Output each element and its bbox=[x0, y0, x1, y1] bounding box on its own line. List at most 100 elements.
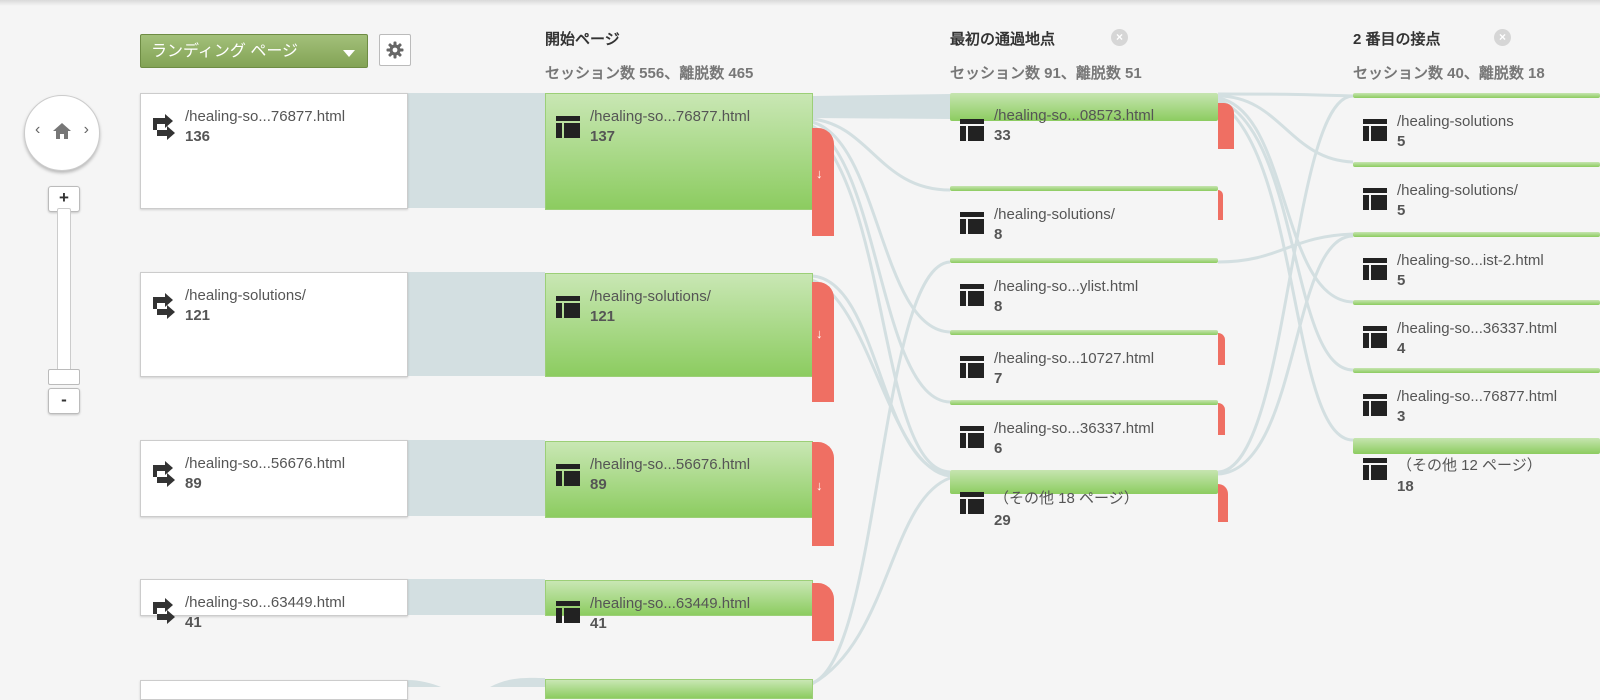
exit-drop-bar[interactable] bbox=[812, 583, 834, 641]
landing-page-node[interactable]: /healing-so...76877.html 136 bbox=[140, 93, 408, 209]
flow-line bbox=[1217, 96, 1354, 304]
node-volume-bar bbox=[1353, 162, 1600, 167]
exit-drop-bar[interactable] bbox=[1218, 403, 1225, 435]
pan-control[interactable]: ‹ › bbox=[24, 95, 100, 171]
node-label: /healing-solutions/ bbox=[994, 206, 1115, 223]
exit-drop-bar[interactable] bbox=[1218, 484, 1228, 522]
second-interaction-node[interactable]: /healing-so...76877.html 3 bbox=[1353, 368, 1600, 425]
second-interaction-node[interactable]: （その他 12 ページ） 18 bbox=[1353, 438, 1600, 498]
zoom-slider-track[interactable] bbox=[57, 208, 71, 375]
start-page-node[interactable]: /healing-so...76877.html 137 bbox=[545, 93, 813, 210]
start-page-node[interactable]: /healing-solutions/ 121 bbox=[545, 273, 813, 377]
flow-line bbox=[1217, 94, 1354, 164]
home-icon[interactable] bbox=[51, 120, 73, 142]
node-label: /healing-so...76877.html bbox=[185, 108, 346, 125]
settings-button[interactable] bbox=[379, 34, 411, 66]
exit-drop-bar[interactable] bbox=[1218, 190, 1223, 220]
node-count: 41 bbox=[590, 615, 607, 632]
zoom-in-button[interactable]: + bbox=[48, 186, 80, 212]
second-interaction-node[interactable]: /healing-so...36337.html 4 bbox=[1353, 300, 1600, 357]
node-label: /healing-so...10727.html bbox=[994, 350, 1155, 367]
flow-band bbox=[407, 440, 545, 516]
page-icon bbox=[556, 296, 580, 318]
node-count: 41 bbox=[185, 614, 202, 631]
node-label: （その他 12 ページ） bbox=[1397, 457, 1542, 474]
exit-drop-bar[interactable]: ↓ bbox=[812, 282, 834, 402]
node-count: 8 bbox=[994, 226, 1003, 243]
node-count: 7 bbox=[994, 370, 1003, 387]
flow-band bbox=[407, 272, 545, 376]
node-count: 121 bbox=[185, 307, 211, 324]
column-stats: セッション数 91、離脱数 51 bbox=[950, 65, 1142, 82]
landing-arrows-icon bbox=[151, 114, 175, 140]
column-title: 最初の通過地点 bbox=[950, 31, 1056, 48]
dimension-dropdown[interactable]: ランディング ページ bbox=[140, 34, 368, 68]
node-count: 5 bbox=[1397, 272, 1406, 289]
second-interaction-node[interactable]: /healing-solutions 5 bbox=[1353, 93, 1600, 150]
top-shadow bbox=[0, 0, 1600, 6]
flow-line bbox=[810, 126, 951, 474]
node-count: 89 bbox=[590, 476, 607, 493]
start-page-node[interactable]: /healing-so...63449.html 41 bbox=[545, 580, 813, 632]
flow-line bbox=[811, 117, 951, 192]
flow-band bbox=[407, 579, 545, 615]
node-label: /healing-solutions bbox=[1397, 113, 1514, 130]
exit-drop-bar[interactable] bbox=[1218, 103, 1234, 149]
dimension-dropdown-label: ランディング ページ bbox=[151, 43, 299, 60]
node-count: 18 bbox=[1397, 478, 1414, 495]
first-interaction-node[interactable]: /healing-solutions/ 8 bbox=[950, 186, 1223, 243]
first-interaction-node[interactable]: /healing-so...10727.html 7 bbox=[950, 330, 1225, 387]
column-header-start: 開始ページ セッション数 556、離脱数 465 bbox=[545, 28, 753, 83]
node-count: 6 bbox=[994, 440, 1003, 457]
node-count: 8 bbox=[994, 298, 1003, 315]
node-label: /healing-so...56676.html bbox=[185, 455, 346, 472]
node-label: /healing-so...56676.html bbox=[590, 456, 751, 473]
remove-column-icon[interactable]: × bbox=[1494, 29, 1511, 46]
node-volume-bar bbox=[1353, 93, 1600, 98]
node-volume-bar bbox=[950, 330, 1218, 335]
flow-line bbox=[1217, 100, 1354, 442]
flow-band bbox=[490, 677, 545, 687]
exit-drop-bar[interactable]: ↓ bbox=[812, 442, 834, 546]
flow-line bbox=[1217, 232, 1354, 264]
landing-page-node[interactable]: /healing-solutions/ 121 bbox=[140, 272, 408, 377]
page-icon bbox=[1363, 394, 1387, 416]
exit-drop-bar[interactable] bbox=[1218, 333, 1225, 365]
page-icon bbox=[556, 601, 580, 623]
second-interaction-node[interactable]: /healing-so...ist-2.html 5 bbox=[1353, 232, 1600, 289]
flow-line bbox=[811, 124, 951, 404]
first-interaction-node[interactable]: （その他 18 ページ） 29 bbox=[950, 470, 1228, 532]
node-count: 5 bbox=[1397, 202, 1406, 219]
start-page-node[interactable]: /healing-so...56676.html 89 bbox=[545, 441, 813, 518]
landing-page-node[interactable] bbox=[140, 680, 408, 700]
node-volume-bar bbox=[950, 186, 1218, 191]
chevron-right-icon[interactable]: › bbox=[83, 121, 89, 138]
node-volume-bar bbox=[1353, 232, 1600, 237]
chevron-left-icon[interactable]: ‹ bbox=[35, 121, 41, 138]
zoom-slider-handle[interactable] bbox=[48, 369, 80, 385]
landing-arrows-icon bbox=[151, 598, 175, 624]
landing-page-node[interactable]: /healing-so...56676.html 89 bbox=[140, 440, 408, 517]
first-interaction-node[interactable]: /healing-so...08573.html 33 bbox=[950, 93, 1234, 155]
flow-line bbox=[1217, 92, 1354, 98]
node-count: 33 bbox=[994, 127, 1011, 144]
first-interaction-node[interactable]: /healing-so...ylist.html 8 bbox=[950, 258, 1218, 315]
second-interaction-node[interactable]: /healing-solutions/ 5 bbox=[1353, 162, 1600, 219]
column-stats: セッション数 40、離脱数 18 bbox=[1353, 65, 1545, 82]
landing-arrows-icon bbox=[151, 293, 175, 319]
first-interaction-node[interactable]: /healing-so...36337.html 6 bbox=[950, 400, 1225, 457]
node-label: /healing-solutions/ bbox=[1397, 182, 1518, 199]
exit-drop-bar[interactable]: ↓ bbox=[812, 128, 834, 236]
gear-icon bbox=[386, 41, 404, 59]
column-title: 開始ページ bbox=[545, 31, 620, 48]
flow-band bbox=[407, 93, 545, 208]
flow-line bbox=[811, 476, 951, 686]
remove-column-icon[interactable]: × bbox=[1111, 29, 1128, 46]
page-icon bbox=[960, 284, 984, 306]
page-icon bbox=[960, 212, 984, 234]
start-page-node[interactable] bbox=[545, 679, 813, 699]
landing-page-node[interactable]: /healing-so...63449.html 41 bbox=[140, 579, 408, 631]
flow-line bbox=[811, 120, 951, 334]
page-icon bbox=[1363, 326, 1387, 348]
zoom-out-button[interactable]: - bbox=[48, 388, 80, 414]
